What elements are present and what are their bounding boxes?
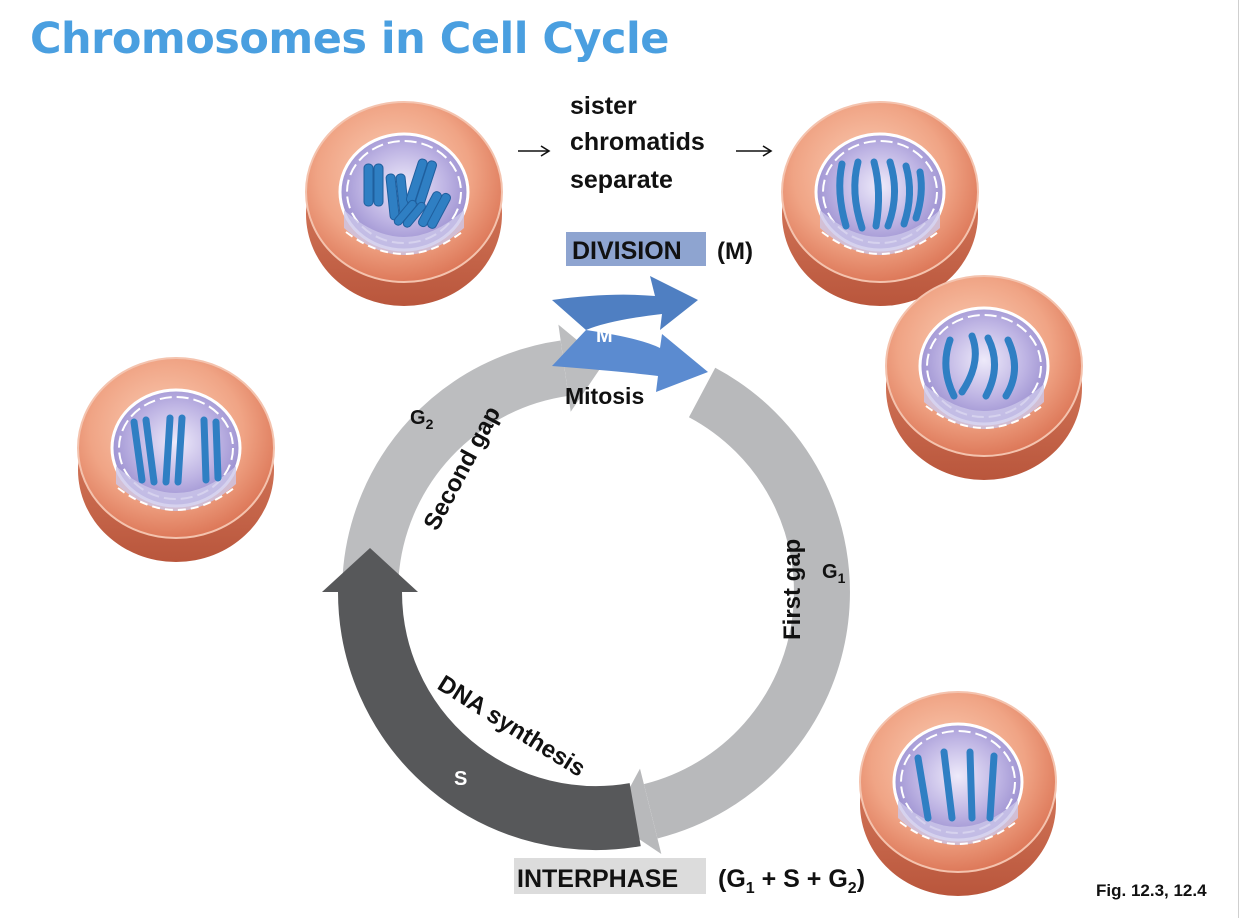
phase-m-letter: M xyxy=(596,325,613,347)
interphase-formula: (G1 + S + G2) xyxy=(718,865,865,897)
page-title: Chromosomes in Cell Cycle xyxy=(30,14,669,64)
note-line-2: chromatids xyxy=(570,128,705,156)
interphase-label: INTERPHASE xyxy=(517,865,678,893)
phase-g2-letter: G2 xyxy=(410,407,434,432)
arrow-into-note xyxy=(518,145,551,157)
separation-note: sister chromatids separate xyxy=(570,92,705,194)
phase-g1-name: First gap xyxy=(779,539,806,640)
phase-g1-letter: G1 xyxy=(822,561,846,586)
figure-reference: Fig. 12.3, 12.4 xyxy=(1096,881,1207,900)
note-line-1: sister xyxy=(570,92,637,120)
interphase-label-box xyxy=(514,858,706,894)
phase-m-arrows xyxy=(552,276,708,392)
slide-edge-divider xyxy=(1238,0,1239,918)
phase-s-letter: S xyxy=(454,768,467,790)
cell-condensed-chromosomes xyxy=(304,100,504,308)
division-label-box xyxy=(566,232,706,266)
division-label: DIVISION xyxy=(572,237,682,265)
cell-g2-phase xyxy=(76,356,276,564)
phase-m-name: Mitosis xyxy=(565,383,644,409)
division-sublabel: (M) xyxy=(717,238,753,265)
cell-late-mitosis xyxy=(884,274,1084,482)
cell-separating-chromatids xyxy=(780,100,980,308)
arrow-out-of-note xyxy=(736,145,773,157)
cell-g1-phase xyxy=(858,690,1058,898)
note-line-3: separate xyxy=(570,166,673,194)
phase-g1-arc xyxy=(611,367,850,854)
phase-s-arc xyxy=(322,548,641,851)
